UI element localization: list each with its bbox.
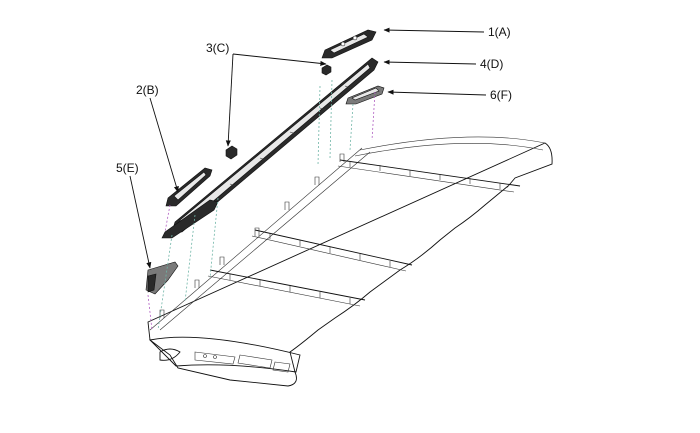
callout-3: 3(C) <box>206 41 229 55</box>
roof-rib-3 <box>207 269 366 307</box>
callout-4: 4(D) <box>480 57 503 71</box>
rail-front-cover <box>321 29 377 59</box>
assembly-guide-lines <box>147 79 376 331</box>
roof-rib-1 <box>337 159 521 193</box>
callout-6: 6(F) <box>490 88 512 102</box>
roof-rear-header <box>149 336 301 373</box>
rail-rear-cover <box>161 167 219 239</box>
rail-front-bracket <box>345 85 385 105</box>
mounting-nut <box>225 64 332 160</box>
roof-panel <box>147 136 553 387</box>
leader-lines <box>129 27 487 269</box>
rail-rear-bracket <box>145 261 179 295</box>
callout-1: 1(A) <box>488 25 511 39</box>
callout-5: 5(E) <box>116 161 139 175</box>
callout-2: 2(B) <box>136 83 159 97</box>
roof-rib-2 <box>251 229 413 272</box>
